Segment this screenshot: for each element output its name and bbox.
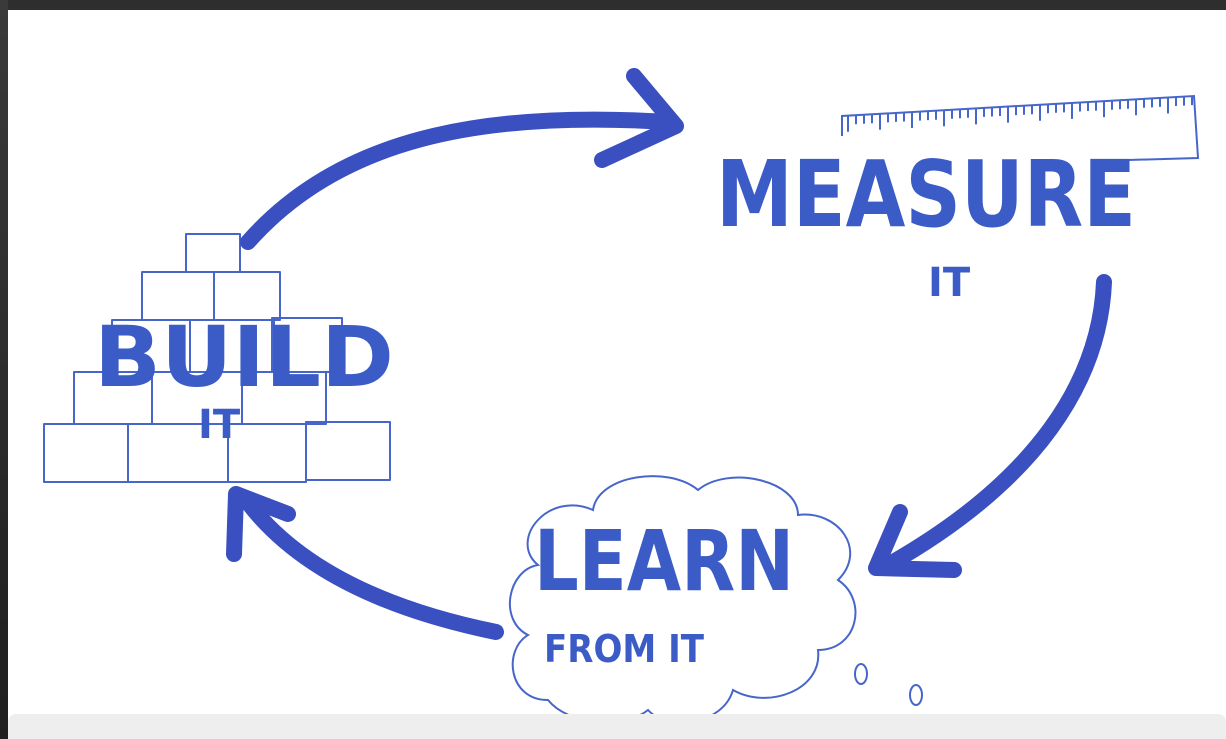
stage-title-build: BUILD [94, 308, 394, 406]
arrow-measure-to-learn [880, 274, 1112, 573]
window-left-edge [0, 0, 8, 739]
stage-subtitle-measure: IT [928, 260, 971, 306]
stage-title-measure: MEASURE [716, 141, 1136, 248]
ruler-icon [841, 94, 1200, 161]
arrow-learn-to-build-head [226, 486, 296, 562]
arrow-build-to-measure-head [594, 68, 684, 168]
arrow-learn-to-build [238, 492, 504, 640]
brick-wall-icon [43, 233, 391, 483]
stage-title-learn: LEARN [534, 512, 794, 610]
bottom-bar [8, 714, 1226, 739]
arrow-measure-to-learn-head [868, 504, 962, 578]
thought-cloud-icon [509, 475, 923, 724]
arrow-build-to-measure [240, 111, 676, 250]
stage-subtitle-learn: FROM IT [544, 627, 704, 671]
stage-subtitle-build: IT [198, 402, 241, 448]
cycle-arrows [226, 68, 1112, 640]
build-measure-learn-diagram: BUILD IT MEASURE IT LEARN FROM IT [43, 68, 1200, 724]
diagram-canvas: BUILD IT MEASURE IT LEARN FROM IT [8, 10, 1226, 739]
window-top-edge [0, 0, 1226, 10]
